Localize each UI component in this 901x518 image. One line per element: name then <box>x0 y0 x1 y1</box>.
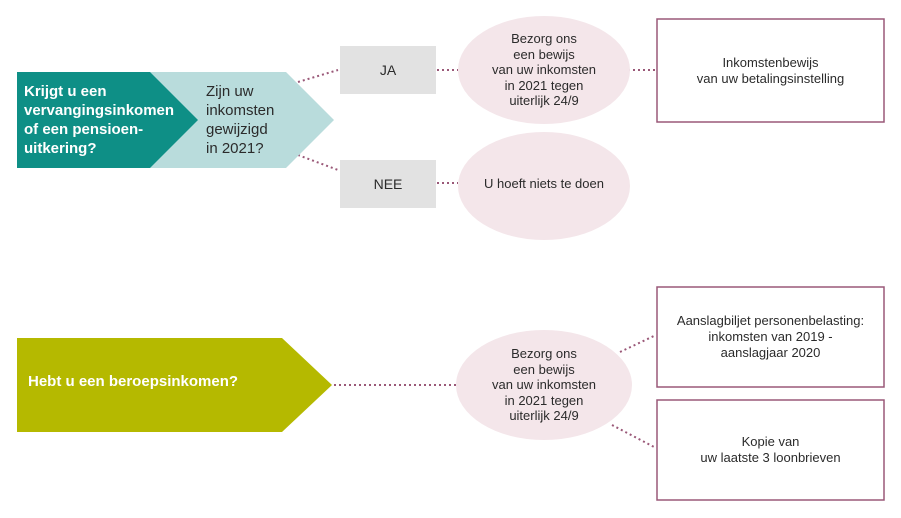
subquestion-arrow <box>148 72 334 168</box>
connector-subquestion-no <box>297 154 339 171</box>
no-label: NEE <box>373 176 403 192</box>
question1-label: Krijgt u een vervangingsinkomen of een p… <box>24 83 175 157</box>
question2-arrow <box>17 338 332 432</box>
document2-label: Kopie van uw laatste 3 loonbrieven <box>700 434 841 465</box>
yes-action-label: Bezorg ons een bewijs van uw inkomsten i… <box>491 31 597 109</box>
no-action-ellipse <box>458 132 630 240</box>
section2-action-ellipse <box>456 330 632 440</box>
yes-document-label: Inkomstenbewijs van uw betalingsinstelli… <box>696 54 845 86</box>
connector-action-document1 <box>619 334 657 353</box>
document2-box <box>656 399 885 501</box>
section2-action-label: Bezorg ons een bewijs van uw inkomsten i… <box>491 346 597 424</box>
connector-action-document2 <box>611 424 657 449</box>
yes-action-ellipse <box>458 16 630 124</box>
question2-label: Hebt u een beroepsinkomen? <box>28 373 239 390</box>
yes-document-box <box>656 18 885 123</box>
no-action-label: U hoeft niets te doen <box>484 176 604 192</box>
yes-box <box>340 46 436 94</box>
yes-label: JA <box>379 62 397 78</box>
connector-subquestion-yes <box>297 69 339 83</box>
no-box <box>340 160 436 208</box>
document1-label: Aanslagbiljet personenbelasting: inkomst… <box>676 313 865 360</box>
subquestion-label: Zijn uw inkomsten gewijzigd in 2021? <box>206 83 275 157</box>
document1-box <box>656 286 885 388</box>
question1-arrow <box>17 72 198 168</box>
